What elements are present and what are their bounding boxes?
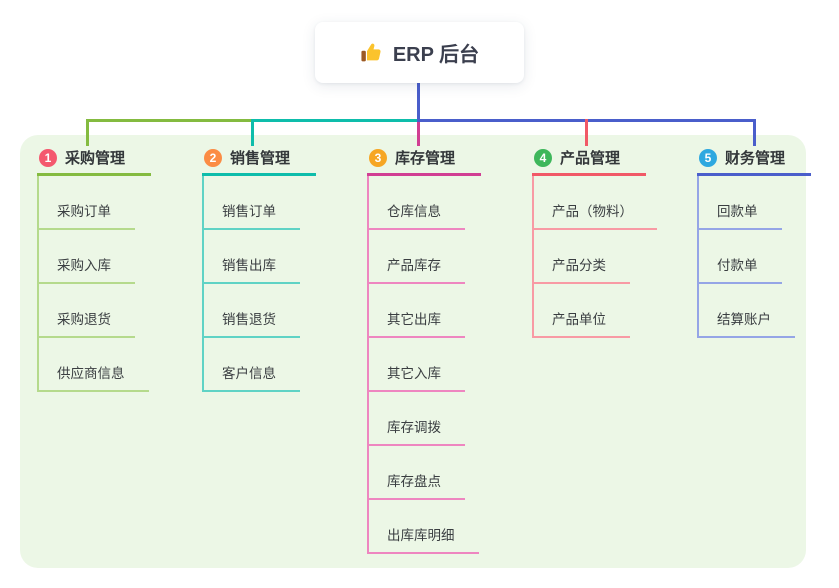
branch-header-product[interactable]: 4 产品管理 bbox=[532, 144, 646, 176]
branch-header-sales[interactable]: 2 销售管理 bbox=[202, 144, 316, 176]
bus-segment-2 bbox=[251, 119, 419, 122]
child-node[interactable]: 其它出库 bbox=[369, 284, 465, 338]
branch-label: 产品管理 bbox=[560, 150, 621, 167]
branch-finance: 5 财务管理 回款单 付款单 结算账户 bbox=[697, 144, 811, 338]
child-node[interactable]: 客户信息 bbox=[204, 338, 300, 392]
thumbs-up-icon bbox=[360, 41, 383, 64]
branch-children: 采购订单 采购入库 采购退货 供应商信息 bbox=[37, 176, 149, 392]
branch-number-badge: 1 bbox=[39, 148, 57, 167]
branch-number-badge: 3 bbox=[369, 148, 387, 167]
root-drop-line bbox=[417, 83, 420, 122]
child-node[interactable]: 产品分类 bbox=[534, 230, 630, 284]
branch-children: 销售订单 销售出库 销售退货 客户信息 bbox=[202, 176, 300, 392]
branch-label: 财务管理 bbox=[725, 150, 786, 167]
branch-label: 采购管理 bbox=[65, 150, 126, 167]
root-node[interactable]: ERP 后台 bbox=[315, 22, 524, 83]
branch-drop-2 bbox=[251, 119, 254, 146]
child-node[interactable]: 付款单 bbox=[699, 230, 782, 284]
child-node[interactable]: 结算账户 bbox=[699, 284, 795, 338]
branch-purchase: 1 采购管理 采购订单 采购入库 采购退货 供应商信息 bbox=[37, 144, 151, 392]
branch-drop-5 bbox=[753, 119, 756, 146]
child-node[interactable]: 库存盘点 bbox=[369, 446, 465, 500]
child-node[interactable]: 销售出库 bbox=[204, 230, 300, 284]
child-node[interactable]: 产品单位 bbox=[534, 284, 630, 338]
child-node[interactable]: 仓库信息 bbox=[369, 176, 465, 230]
child-node[interactable]: 回款单 bbox=[699, 176, 782, 230]
child-node[interactable]: 采购退货 bbox=[39, 284, 135, 338]
branch-drop-3 bbox=[417, 122, 420, 146]
branch-number-badge: 4 bbox=[534, 148, 552, 167]
branch-children: 回款单 付款单 结算账户 bbox=[697, 176, 795, 338]
branches-panel bbox=[20, 135, 806, 568]
child-node[interactable]: 销售退货 bbox=[204, 284, 300, 338]
branch-number-badge: 2 bbox=[204, 148, 222, 167]
child-node[interactable]: 产品（物料） bbox=[534, 176, 657, 230]
child-node[interactable]: 库存调拨 bbox=[369, 392, 465, 446]
branch-label: 销售管理 bbox=[230, 150, 291, 167]
branch-inventory: 3 库存管理 仓库信息 产品库存 其它出库 其它入库 库存调拨 库存盘点 出库库… bbox=[367, 144, 481, 554]
branch-sales: 2 销售管理 销售订单 销售出库 销售退货 客户信息 bbox=[202, 144, 316, 392]
branch-children: 仓库信息 产品库存 其它出库 其它入库 库存调拨 库存盘点 出库库明细 bbox=[367, 176, 479, 554]
child-node[interactable]: 销售订单 bbox=[204, 176, 300, 230]
child-node[interactable]: 出库库明细 bbox=[369, 500, 479, 554]
branch-product: 4 产品管理 产品（物料） 产品分类 产品单位 bbox=[532, 144, 657, 338]
branch-header-inventory[interactable]: 3 库存管理 bbox=[367, 144, 481, 176]
branch-header-purchase[interactable]: 1 采购管理 bbox=[37, 144, 151, 176]
branch-number-badge: 5 bbox=[699, 148, 717, 167]
branch-label: 库存管理 bbox=[395, 150, 456, 167]
bus-segment-1 bbox=[86, 119, 254, 122]
child-node[interactable]: 供应商信息 bbox=[39, 338, 149, 392]
root-label: ERP 后台 bbox=[392, 44, 480, 66]
branch-header-finance[interactable]: 5 财务管理 bbox=[697, 144, 811, 176]
child-node[interactable]: 采购入库 bbox=[39, 230, 135, 284]
branch-drop-4 bbox=[585, 119, 588, 146]
child-node[interactable]: 其它入库 bbox=[369, 338, 465, 392]
branch-children: 产品（物料） 产品分类 产品单位 bbox=[532, 176, 657, 338]
child-node[interactable]: 采购订单 bbox=[39, 176, 135, 230]
child-node[interactable]: 产品库存 bbox=[369, 230, 465, 284]
branch-drop-1 bbox=[86, 119, 89, 146]
